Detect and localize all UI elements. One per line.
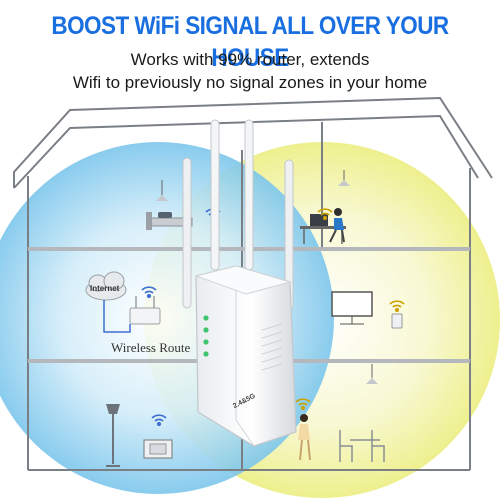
repeater-icon [391, 313, 403, 329]
status-led [203, 351, 209, 357]
cloud-icon [85, 271, 127, 301]
chair-icon [143, 439, 173, 459]
antenna [210, 119, 220, 271]
router-icon [129, 296, 161, 325]
ceiling-lamp-icon [156, 180, 168, 201]
headline: BOOST WiFi SIGNAL ALL OVER YOUR HOUSE [51, 12, 449, 72]
wifi-icon [151, 414, 167, 427]
wifi-icon [317, 208, 333, 221]
antenna [244, 119, 254, 271]
chair-icon [339, 430, 385, 462]
antenna [182, 157, 192, 309]
subheadline-line-2: Wifi to previously no signal zones in yo… [72, 73, 428, 92]
tv-icon [331, 291, 373, 325]
vent-grille [261, 323, 283, 371]
wifi-icon [295, 398, 311, 411]
ceiling-lamp-icon [366, 364, 378, 384]
floor-lamp-icon [106, 404, 120, 467]
wifi-icon [141, 286, 157, 299]
status-led [203, 315, 209, 321]
wireless-router-label: Wireless Route [111, 340, 191, 355]
wifi-icon [389, 300, 405, 313]
internet-cable [103, 300, 131, 333]
status-led [203, 339, 209, 345]
ceiling-lamp-icon [338, 170, 350, 186]
person-icon [298, 414, 311, 461]
status-led [203, 327, 209, 333]
subheadline-line-1: Works with 99% router, extends [130, 50, 370, 69]
repeater-device [182, 119, 297, 447]
person-icon [329, 208, 345, 243]
internet-label: Internet [90, 284, 120, 293]
